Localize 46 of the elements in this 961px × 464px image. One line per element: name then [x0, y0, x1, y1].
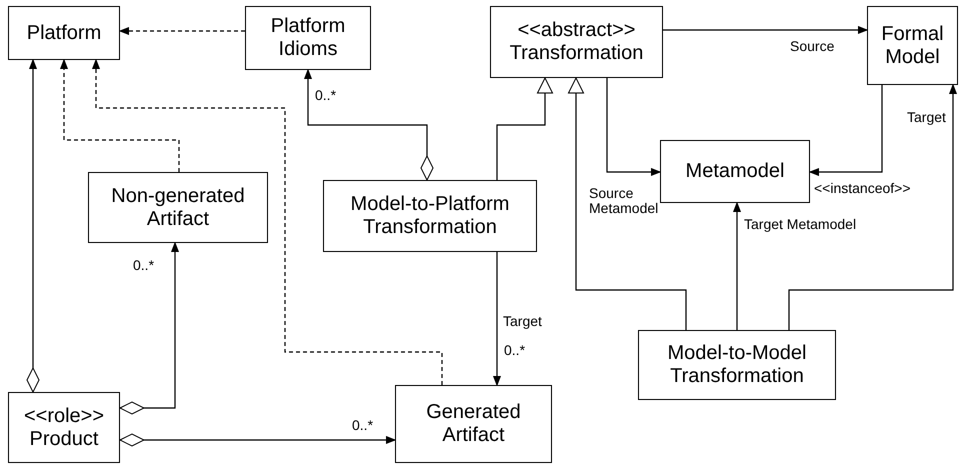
association-arrow	[120, 434, 396, 446]
class-box	[8, 6, 120, 60]
association-arrow	[788, 84, 957, 330]
class-name: Formal Model	[880, 22, 945, 68]
association-arrow	[496, 78, 553, 180]
class-name: Model-to-Model Transformation	[666, 342, 808, 388]
edge-label: Target	[906, 110, 947, 126]
class-name: Transformation	[510, 42, 644, 65]
association-arrow	[810, 85, 883, 176]
association-arrow	[26, 60, 40, 392]
edge-label: 0..*	[314, 88, 338, 104]
dependency-arrow	[92, 60, 443, 385]
association-arrow	[663, 26, 868, 34]
dependency-arrow	[60, 60, 180, 172]
class-name: Product	[30, 428, 98, 450]
association-arrow	[568, 78, 687, 330]
edge-label: <<instanceof>>	[813, 181, 912, 196]
association-arrow	[606, 78, 660, 176]
class-name: Metamodel	[686, 160, 784, 183]
class-box	[660, 140, 810, 203]
class-name: Non-generated Artifact	[110, 184, 246, 230]
edge-label: Source	[789, 39, 836, 54]
class-box	[323, 180, 537, 252]
dependency-arrow	[120, 27, 245, 35]
class-name: Platform Idioms	[270, 15, 346, 61]
multiplicity-label: 0..*	[503, 343, 526, 358]
association-arrow	[120, 242, 179, 414]
class-box	[8, 392, 120, 463]
edge-label: Target	[502, 314, 543, 330]
class-name: Model-to-Platform Transformation	[350, 193, 510, 239]
edge-label: 0..*	[132, 258, 156, 274]
stereotype-label: <<abstract>>	[518, 19, 636, 42]
edge-label: 0..*	[351, 418, 374, 434]
class-box	[88, 172, 268, 243]
edge-label: Target Metamodel	[743, 217, 858, 232]
class-name: Platform	[26, 22, 102, 44]
class-name: Generated Artifact	[425, 401, 522, 447]
class-box	[395, 385, 552, 463]
class-box	[867, 6, 958, 85]
association-arrow	[493, 252, 501, 386]
association-arrow	[733, 202, 741, 330]
class-box	[490, 6, 663, 78]
stereotype-label: <<role>>	[24, 404, 104, 428]
class-box	[245, 6, 371, 70]
class-box	[638, 330, 836, 400]
association-arrow	[304, 70, 434, 180]
